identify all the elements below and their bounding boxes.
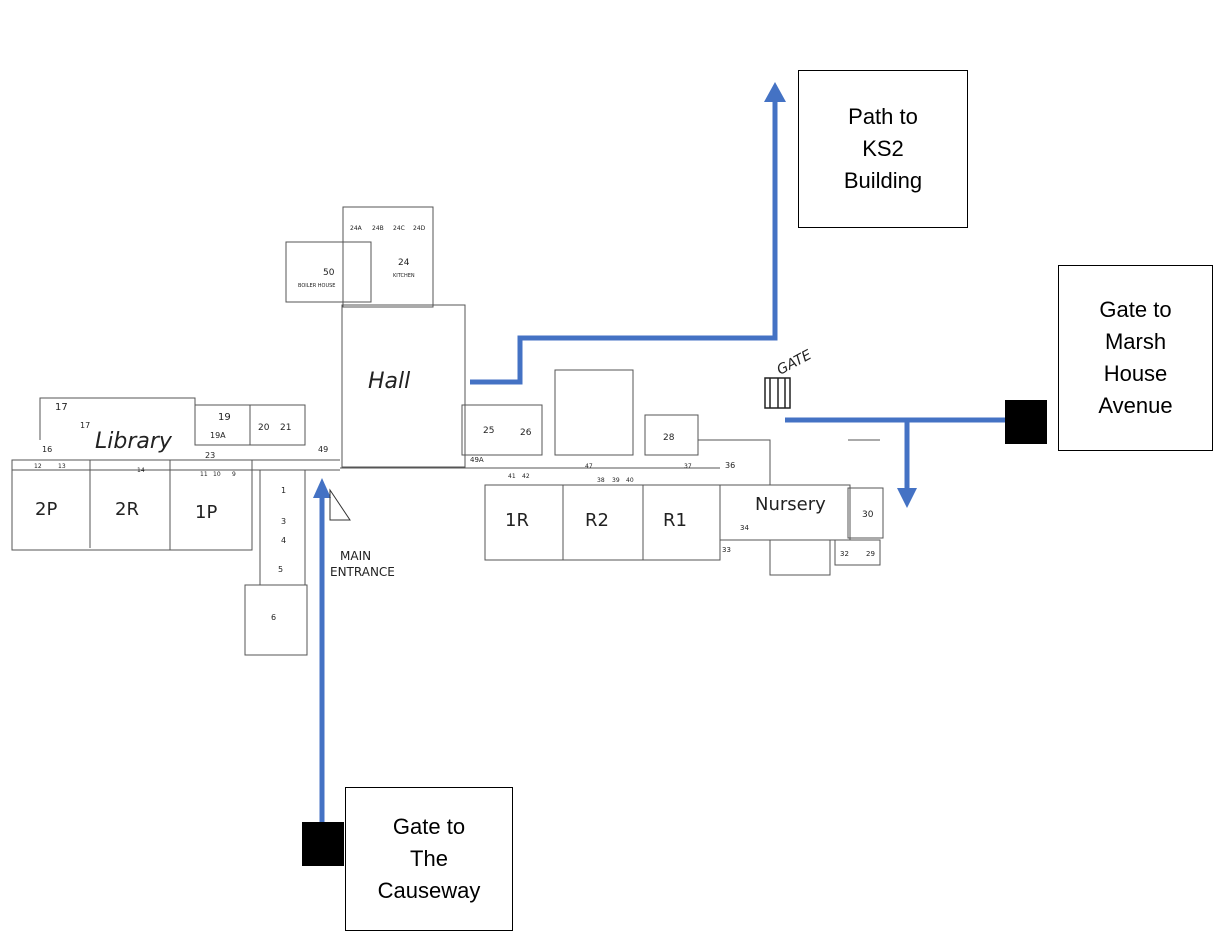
callout-marsh-line2: Marsh (1104, 329, 1167, 354)
room-21-label: 21 (280, 423, 291, 433)
room-36-label: 36 (725, 461, 735, 470)
room-40-label: 40 (626, 477, 634, 484)
room-10-label: 10 (213, 471, 221, 478)
room-5-label: 5 (278, 565, 283, 574)
room-49-label: 49 (318, 445, 328, 454)
callout-causeway-gate: Gate to The Causeway (345, 787, 513, 931)
room-1-label: 1 (281, 486, 286, 495)
room-47-label: 47 (585, 463, 593, 470)
room-r1-label: R1 (663, 510, 687, 531)
room-29-label: 29 (866, 550, 875, 558)
gate-marker-marsh-icon (1005, 400, 1047, 444)
room-20-label: 20 (258, 423, 270, 433)
callout-causeway-line3: Causeway (377, 878, 481, 903)
room-nursery-label: Nursery (755, 494, 826, 515)
main-entrance-label: MAIN (340, 549, 371, 563)
room-25-label: 25 (483, 426, 494, 436)
room-30-label: 30 (862, 510, 874, 520)
room-38-label: 38 (597, 477, 605, 484)
room-37-label: 37 (684, 463, 692, 470)
room-11-label: 11 (200, 471, 208, 478)
room-41-label: 41 (508, 473, 516, 480)
room-39-label: 39 (612, 477, 620, 484)
room-kitchen-label: KITCHEN (393, 273, 415, 279)
room-boiler-label: BOILER HOUSE (298, 283, 335, 289)
room-24c-label: 24C (393, 225, 405, 232)
room-4-label: 4 (281, 536, 286, 545)
building-outline (11, 206, 884, 656)
room-3-label: 3 (281, 517, 286, 526)
callout-ks2-line3: Building (843, 168, 923, 193)
gate-marker-causeway-icon (302, 822, 344, 866)
callout-causeway-line1: Gate to (392, 814, 466, 839)
room-13-label: 13 (58, 463, 66, 470)
room-24d-label: 24D (413, 225, 426, 232)
room-17-label: 17 (55, 402, 68, 413)
room-28-label: 28 (663, 433, 675, 443)
room-23-label: 23 (205, 451, 215, 460)
room-49a-label: 49A (470, 456, 484, 464)
room-hall-label: Hall (368, 369, 410, 394)
room-1p-label: 1P (195, 502, 217, 523)
room-12-label: 12 (34, 463, 42, 470)
callout-marsh-line1: Gate to (1099, 297, 1172, 322)
room-9-label: 9 (232, 471, 236, 478)
gate-sketch-icon (764, 377, 791, 409)
room-labels: Hall Library 2P 2R 1P 1R R2 R1 Nursery 1… (34, 225, 875, 622)
main-entrance-label-2: ENTRANCE (330, 565, 395, 579)
room-1r-label: 1R (505, 510, 529, 531)
route-arrowheads (313, 82, 917, 508)
room-50-label: 50 (323, 268, 335, 278)
route-lines (319, 98, 1010, 840)
room-14-label: 14 (137, 467, 145, 474)
room-42-label: 42 (522, 473, 530, 480)
callout-marsh-line4: Avenue (1098, 393, 1173, 418)
room-library-label: Library (95, 429, 173, 454)
room-19-label: 19 (218, 412, 231, 423)
callout-marsh-gate: Gate to Marsh House Avenue (1058, 265, 1213, 451)
entrance-arrow-icon (329, 488, 351, 521)
room-33-label: 33 (722, 546, 731, 554)
room-32-label: 32 (840, 550, 849, 558)
callout-marsh-line3: House (1103, 361, 1168, 386)
callout-ks2-path: Path to KS2 Building (798, 70, 968, 228)
callout-ks2-line2: KS2 (862, 136, 904, 161)
room-6-label: 6 (271, 613, 276, 622)
room-26-label: 26 (520, 428, 532, 438)
gate-handwritten-label: GATE (774, 347, 814, 378)
callout-ks2-line1: Path to (848, 104, 918, 129)
room-24-label: 24 (398, 258, 410, 268)
room-24b-label: 24B (372, 225, 384, 232)
room-34-label: 34 (740, 524, 749, 532)
room-17a-label: 17 (80, 421, 90, 430)
room-19a-label: 19A (210, 431, 226, 440)
callout-causeway-line2: The (410, 846, 448, 871)
room-16-label: 16 (42, 445, 52, 454)
room-2p-label: 2P (35, 499, 57, 520)
room-24a-label: 24A (350, 225, 363, 232)
room-2r-label: 2R (115, 499, 139, 520)
room-r2-label: R2 (585, 510, 609, 531)
